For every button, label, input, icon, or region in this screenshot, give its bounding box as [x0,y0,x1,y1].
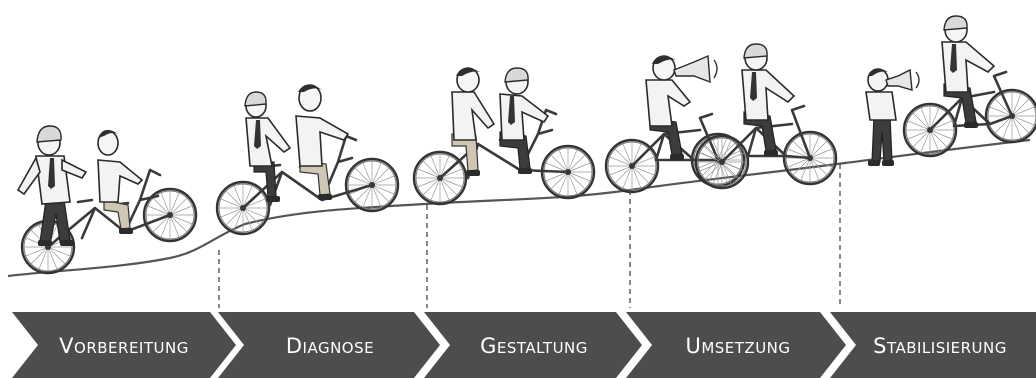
phase-chevron-umsetzung: Umsetzung [626,312,846,378]
megaphone-icon [673,54,711,84]
standing-person-icon [865,68,920,166]
cyclist-icon [97,129,144,234]
phase-chevron-vorbereitung: Vorbereitung [12,312,236,378]
cyclist-icon [741,43,796,156]
cyclist-icon [499,67,550,174]
cyclist-icon [941,15,996,128]
hill-line [7,138,1031,278]
phase-chevron-gestaltung: Gestaltung [424,312,642,378]
phase-label: Diagnose [286,334,374,358]
megaphone-icon [885,68,913,91]
cyclist-icon [645,54,718,160]
cyclist-icon [451,67,496,176]
phase-label: Umsetzung [685,334,790,358]
phase-chevron-stabilisierung: Stabilisierung [830,312,1036,378]
phase-chevron-bar: Vorbereitung Diagnose Gestaltung Umsetzu… [12,312,1036,378]
phase-label: Stabilisierung [873,334,1007,358]
phase-label: Vorbereitung [59,334,189,358]
phase-chevron-diagnose: Diagnose [218,312,440,378]
phase-label: Gestaltung [480,334,588,358]
walking-person-icon [16,125,88,246]
cyclist-icon [295,84,350,200]
cyclist-icon [244,91,292,202]
